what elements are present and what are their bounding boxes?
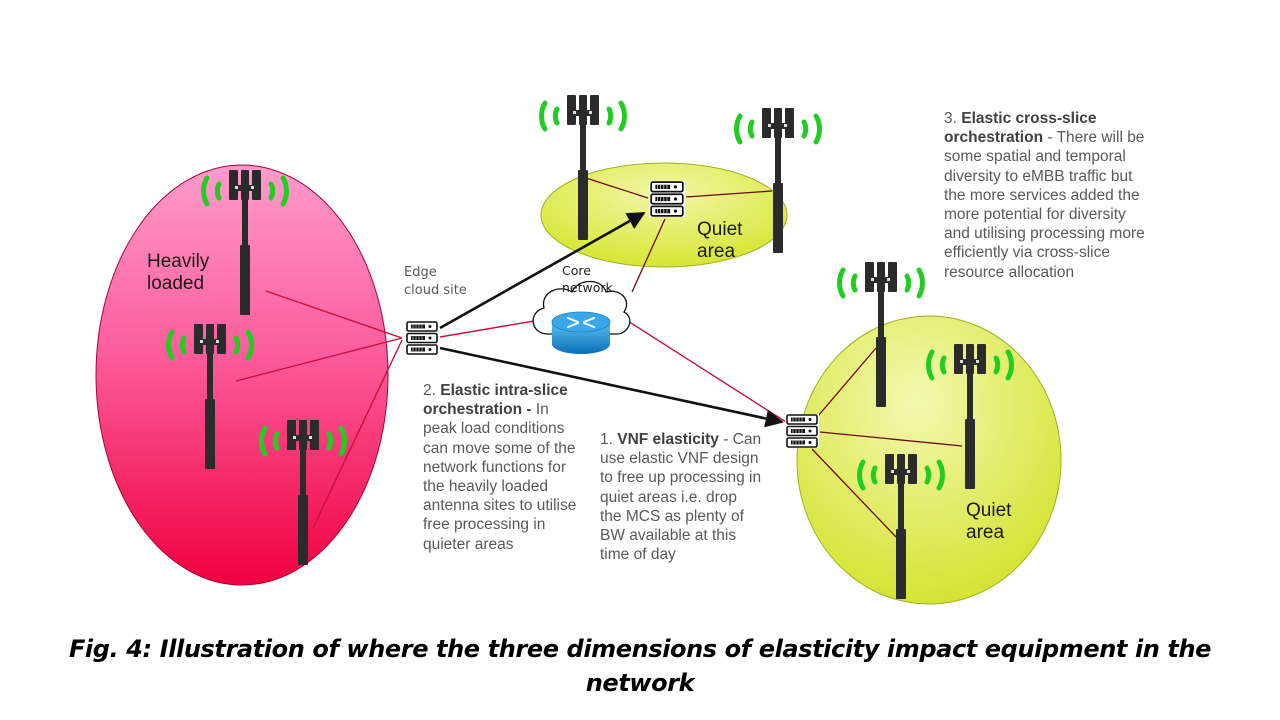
intra-slice-text: free processing in (423, 516, 546, 534)
annotation-cross-slice: 3. Elastic cross-slice orchestration - T… (944, 109, 1174, 282)
router-icon (551, 311, 611, 354)
intra-slice-text: In (535, 401, 549, 419)
intra-slice-text: can move some of the (423, 439, 576, 457)
vnf-text: to free up processing in (600, 469, 762, 487)
link-qt-core (631, 218, 666, 293)
cross-slice-text: diversity to eMBB traffic but (944, 167, 1133, 185)
intra-slice-title-line1: Elastic intra-slice (440, 382, 568, 399)
core-network-label-line1: Core (562, 263, 591, 278)
links-quiet (585, 177, 963, 538)
annotation-intra-slice: 2. Elastic intra-slice orchestration - I… (423, 381, 603, 554)
core-network-label: Core network (562, 262, 613, 296)
link-core-quiet-right (619, 315, 787, 423)
cross-slice-text: resource allocation (944, 263, 1075, 281)
quiet-area-right-zone (796, 315, 1062, 605)
vnf-text: quiet areas i.e. drop (600, 488, 738, 506)
quiet-area-top-label-line2: area (697, 241, 736, 262)
vnf-number: 1. (600, 431, 613, 448)
figure-caption: Fig. 4: Illustration of where the three … (40, 632, 1240, 700)
cross-slice-number: 3. (944, 110, 957, 127)
heavily-loaded-label-line2: loaded (147, 273, 205, 294)
vnf-text: BW available at this (600, 527, 737, 545)
cross-slice-text: more potential for diversity (944, 206, 1126, 224)
cross-slice-title-line2: orchestration (944, 129, 1044, 147)
links-heavily-loaded (235, 290, 787, 529)
quiet-area-right-label-line2: area (966, 522, 1005, 543)
heavily-loaded-zone (95, 164, 389, 586)
server-rack-icon (648, 180, 686, 218)
link-qr-tower-3 (811, 448, 897, 538)
link-edge-core (439, 319, 541, 338)
quiet-area-right-label: Quiet area (966, 500, 1011, 544)
link-tower-3-edge (312, 339, 403, 529)
vnf-text: the MCS as plenty of (600, 507, 744, 525)
edge-cloud-label-line2: cloud site (404, 283, 467, 298)
link-qr-tower-2 (819, 431, 963, 447)
server-rack-icon (404, 320, 440, 356)
cross-slice-text: and utilising processing more (944, 225, 1145, 243)
annotation-vnf-elasticity: 1. VNF elasticity - Can use elastic VNF … (600, 430, 785, 564)
figure-caption-line1: Fig. 4: Illustration of where the three … (68, 635, 1212, 663)
server-rack-icon (784, 413, 820, 449)
intra-slice-text: network functions for (423, 458, 567, 476)
intra-slice-title-line2: orchestration - (423, 401, 532, 419)
vnf-text: use elastic VNF design (600, 450, 759, 468)
core-network-cloud-icon (532, 280, 631, 354)
arrow-edge-to-quiet-right (439, 346, 784, 428)
figure-caption-line2: network (585, 669, 695, 697)
intra-slice-text: peak load conditions (423, 420, 565, 438)
vnf-text: - Can (723, 431, 762, 448)
link-tower-2-edge (235, 337, 403, 382)
cross-slice-text: efficiently via cross-slice (944, 244, 1110, 262)
core-network-label-line2: network (562, 280, 613, 295)
edge-cloud-label: Edge cloud site (404, 264, 467, 300)
intra-slice-number: 2. (423, 382, 436, 399)
vnf-title: VNF elasticity (617, 431, 719, 448)
cross-slice-text: - There will be (1047, 129, 1145, 147)
edge-cloud-label-line1: Edge (404, 265, 437, 280)
cross-slice-text: the more services added the (944, 186, 1140, 204)
link-qr-tower-1 (817, 347, 877, 417)
quiet-area-right-label-line1: Quiet (966, 500, 1012, 521)
arrow-edge-to-quiet-top (439, 211, 646, 330)
link-tower-1-edge (265, 290, 403, 339)
quiet-area-top-label: Quiet area (697, 219, 742, 263)
cross-slice-text: some spatial and temporal (944, 148, 1126, 166)
intra-slice-text: quieter areas (423, 535, 514, 553)
intra-slice-text: antenna sites to utilise (423, 497, 577, 515)
link-qt-tower-1 (585, 177, 649, 199)
heavily-loaded-label-line1: Heavily (147, 251, 210, 272)
cross-slice-title-line1: Elastic cross-slice (961, 110, 1097, 127)
intra-slice-text: the heavily loaded (423, 478, 548, 496)
vnf-text: time of day (600, 546, 676, 564)
heavily-loaded-label: Heavily loaded (147, 251, 209, 295)
quiet-area-top-label-line1: Quiet (697, 219, 743, 240)
link-qt-tower-2 (685, 190, 773, 198)
